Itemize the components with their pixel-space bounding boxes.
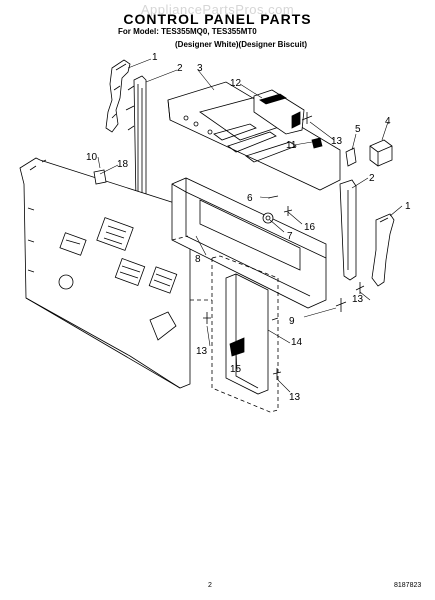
page-number: 2 [208, 582, 212, 589]
part-bracket-right [339, 179, 357, 281]
callout-15: 15 [230, 364, 242, 375]
callout-7: 7 [287, 231, 293, 242]
screw-icon [203, 112, 365, 380]
callout-9: 9 [289, 316, 295, 327]
part-panel-body [171, 177, 327, 309]
callout-4: 4 [385, 116, 391, 127]
model-line: For Model: TES355MQ0, TES355MT0 [118, 27, 257, 36]
callout-13-bottom: 13 [289, 392, 301, 403]
part-console [167, 81, 341, 191]
callout-8: 8 [195, 254, 201, 265]
callout-12: 12 [230, 78, 242, 89]
part-small-bracket [311, 137, 323, 149]
part-spacer [225, 273, 269, 395]
part-end-cap-left [105, 59, 131, 133]
callout-13-top: 13 [331, 136, 343, 147]
callout-11: 11 [286, 140, 297, 151]
variant-line: (Designer White)(Designer Biscuit) [175, 40, 308, 49]
callout-2-left: 2 [177, 63, 183, 74]
callout-18: 18 [117, 159, 129, 170]
part-clip [345, 147, 357, 167]
document-number: 8187823 [394, 582, 422, 589]
watermark: AppliancePartsPros.com [140, 2, 295, 17]
page-title: CONTROL PANEL PARTS [123, 11, 312, 27]
dashed-outline-spacer [211, 255, 279, 413]
part-backguard [19, 157, 191, 389]
part-connector-block [369, 139, 393, 167]
callout-1-left: 1 [152, 52, 158, 63]
callout-14: 14 [291, 337, 303, 348]
callout-1-right: 1 [405, 201, 411, 212]
part-display-board [253, 89, 305, 135]
callout-5: 5 [355, 124, 361, 135]
callout-3: 3 [197, 63, 203, 74]
part-bracket-left [125, 75, 147, 207]
leader-lines [97, 58, 403, 393]
callout-13-right: 13 [352, 294, 364, 305]
dashed-leader-left [171, 235, 212, 301]
callout-6: 6 [247, 193, 253, 204]
callout-10: 10 [86, 152, 98, 163]
callout-16: 16 [304, 222, 316, 233]
part-end-cap-right [371, 213, 395, 287]
part-backguard-clip [93, 169, 107, 185]
callout-13-left: 13 [196, 346, 208, 357]
callout-2-right: 2 [369, 173, 375, 184]
